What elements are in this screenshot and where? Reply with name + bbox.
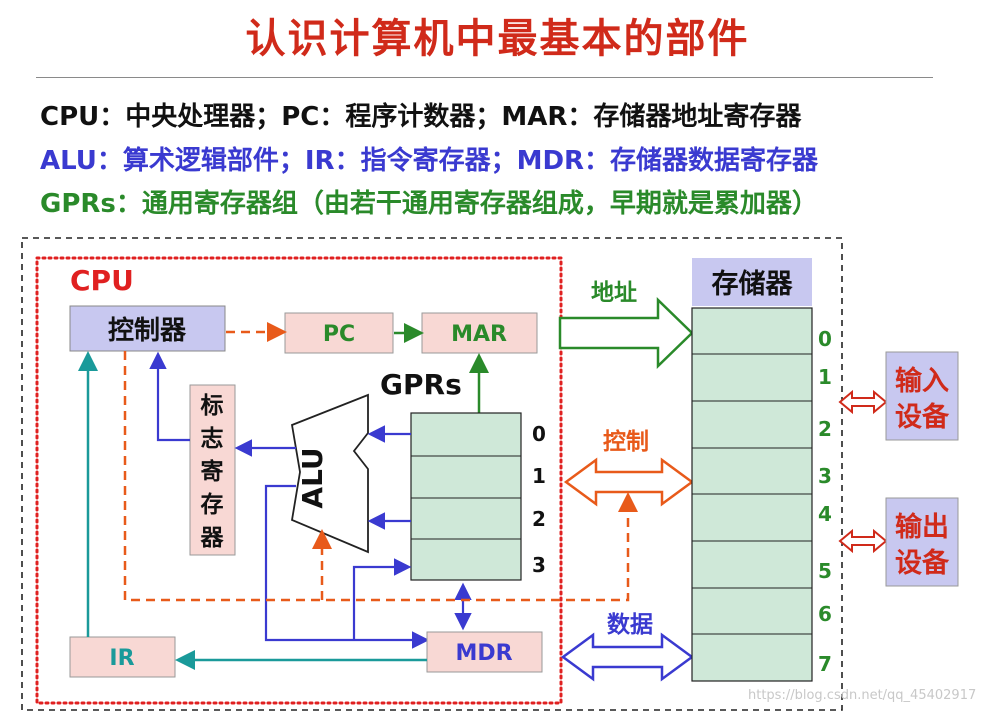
flag-register-char: 志 xyxy=(201,426,224,452)
data-bus-label: 数据 xyxy=(607,612,653,638)
mar-label: MAR xyxy=(451,322,507,347)
mdr-to-gpr-line xyxy=(352,558,412,640)
memory-index: 0 xyxy=(818,327,832,351)
flag-register-box xyxy=(189,384,236,556)
gprs-label: GPRs xyxy=(380,368,462,401)
control-bus-label: 控制 xyxy=(603,428,649,455)
pc-label: PC xyxy=(323,322,355,347)
ir-label: IR xyxy=(109,646,134,671)
control-bus-arrow xyxy=(563,457,695,507)
legend-line-gprs: GPRs：通用寄存器组（由若干通用寄存器组成，早期就是累加器） xyxy=(40,189,818,219)
alu-unit xyxy=(290,393,369,554)
output-device-box xyxy=(885,497,959,587)
gpr-index: 3 xyxy=(532,553,546,577)
input-device-box xyxy=(885,351,959,441)
memory-index: 7 xyxy=(818,652,832,676)
control-signal-line xyxy=(123,351,638,602)
flag-register-char: 存 xyxy=(201,491,224,518)
gpr-index: 1 xyxy=(532,464,546,488)
gpr-index: 2 xyxy=(532,507,546,531)
alu-output-to-mdr-line xyxy=(264,484,430,649)
legend-line-alu-ir-mdr: ALU：算术逻辑部件；IR：指令寄存器；MDR：存储器数据寄存器 xyxy=(40,146,819,176)
gprs-block xyxy=(410,412,522,581)
memory-title-box xyxy=(692,258,812,306)
controller-label: 控制器 xyxy=(108,316,187,346)
address-bus-label: 地址 xyxy=(591,280,637,306)
flag-register-char: 寄 xyxy=(201,458,224,485)
output-device-label: 输出 xyxy=(895,511,949,543)
title-divider xyxy=(36,77,933,78)
page-title: 认识计算机中最基本的部件 xyxy=(245,16,750,62)
alu-label: ALU xyxy=(296,447,329,508)
mdr-box xyxy=(426,631,543,673)
address-bus-arrow xyxy=(558,297,694,369)
arrow-flag-to-controller xyxy=(149,351,190,442)
host-boundary xyxy=(21,237,843,711)
flag-register-char: 器 xyxy=(200,525,225,551)
ir-box xyxy=(69,636,176,678)
memory-index: 4 xyxy=(818,502,832,526)
memory-index: 5 xyxy=(818,559,832,583)
input-device-label: 输入 xyxy=(895,365,949,397)
controller-box xyxy=(69,305,226,352)
output-device-label: 设备 xyxy=(895,548,950,579)
watermark: https://blog.csdn.net/qq_45402917 xyxy=(748,688,977,703)
legend-line-cpu-pc-mar: CPU：中央处理器；PC：程序计数器；MAR：存储器地址寄存器 xyxy=(40,102,802,132)
memory-index: 6 xyxy=(818,602,832,626)
input-device-arrow xyxy=(838,389,888,415)
output-device-arrow xyxy=(838,528,888,554)
memory-title: 存储器 xyxy=(712,269,794,300)
gpr-index: 0 xyxy=(532,422,546,446)
memory-index: 2 xyxy=(818,417,832,441)
memory-index: 1 xyxy=(818,365,832,389)
data-bus-arrow xyxy=(560,632,695,682)
cpu-label: CPU xyxy=(70,264,134,297)
mdr-label: MDR xyxy=(455,641,512,666)
input-device-label: 设备 xyxy=(895,402,950,433)
cpu-boundary xyxy=(35,256,563,705)
flag-register-char: 标 xyxy=(201,393,224,419)
memory-index: 3 xyxy=(818,464,832,488)
